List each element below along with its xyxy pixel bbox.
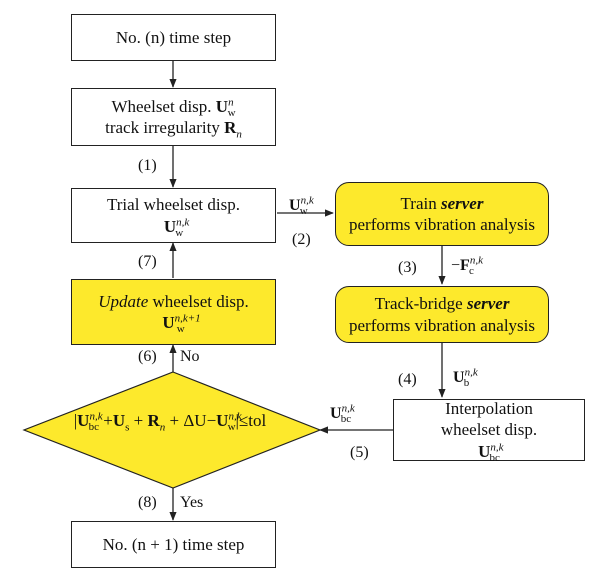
trial-symbol-line: Un,kw — [163, 216, 189, 239]
update-line: Update wheelset disp. — [98, 291, 249, 312]
cond-rn-sub: n — [159, 421, 166, 434]
next-time-step-box: No. (n + 1) time step — [71, 521, 276, 568]
interpolation-box: Interpolation wheelset disp. Un,kbc — [393, 399, 585, 465]
edge-label-6: (6) — [138, 348, 157, 365]
trial-line: Trial wheelset disp. — [106, 195, 240, 215]
condition-diamond — [22, 371, 322, 489]
cond-plus2: + — [129, 411, 148, 430]
edge-label-1: (1) — [138, 157, 157, 174]
cond-uw: U — [216, 411, 229, 430]
edge-label-yes: Yes — [180, 494, 204, 511]
interpolation-label: wheelset disp. — [440, 420, 538, 440]
force-sup: n,k — [469, 254, 483, 267]
update-sup: n,k+1 — [174, 312, 201, 325]
edge-label-trial-output: Un,kw — [289, 195, 314, 218]
cond-delta-u: ΔU — [183, 411, 207, 430]
update-symbol-line: Un,k+1w — [162, 312, 200, 336]
wheelset-symbol: U — [215, 96, 229, 116]
trial-sub: w — [175, 226, 184, 239]
irregularity-sub: n — [236, 128, 242, 141]
cond-plus3: + — [165, 411, 184, 430]
interpolation-line: wheelset disp. Un,kbc — [428, 419, 550, 465]
cond-tol: |≤tol — [235, 411, 267, 430]
trial-wheelset-box: Trial wheelset disp. Un,kw — [71, 188, 276, 243]
force-symbol: F — [460, 257, 470, 274]
trial-out-sup: n,k — [300, 194, 314, 207]
next-time-step-text: No. (n + 1) time step — [102, 534, 245, 554]
update-emph: Update — [98, 291, 149, 311]
cond-us: U — [112, 411, 126, 430]
update-symbol: U — [162, 313, 175, 332]
bridge-out-symbol: U — [453, 369, 465, 386]
start-time-step-text: No. (n) time step — [115, 27, 232, 47]
bridge-out-sup: n,k — [464, 366, 478, 379]
train-server-emph: server — [440, 193, 484, 213]
wheelset-sup: n — [228, 96, 234, 109]
cond-us-sub: s — [125, 421, 130, 434]
edge-label-8: (8) — [138, 494, 157, 511]
interpolation-title: Interpolation — [445, 399, 533, 419]
train-server-desc: performs vibration analysis — [348, 215, 535, 234]
edge-label-no: No — [180, 348, 200, 365]
wheelset-init-box: Wheelset disp. Unw track irregularity Rn — [71, 88, 276, 146]
track-bridge-title: Track-bridge server — [375, 293, 510, 314]
irregularity-symbol: R — [224, 118, 237, 137]
track-server-emph: server — [466, 294, 510, 314]
trial-symbol: U — [163, 216, 177, 236]
track-bridge-desc: performs vibration analysis — [348, 315, 535, 335]
track-irregularity-line: track irregularity Rn — [105, 117, 242, 141]
trial-sup: n,k — [176, 215, 190, 228]
interp-out-sup: n,k — [341, 402, 355, 415]
edge-label-contact-force: −Fn,kc — [451, 255, 483, 278]
force-sub: c — [468, 265, 474, 278]
cond-uw-sub: w — [227, 421, 236, 434]
bridge-out-sub: b — [463, 377, 470, 390]
update-wheelset-box: Update wheelset disp. Un,k+1w — [71, 279, 276, 345]
track-bridge-label: Track-bridge — [374, 294, 467, 314]
train-server-title: Train server — [401, 193, 484, 214]
train-server-box: Train server performs vibration analysis — [335, 182, 549, 246]
track-irregularity-label: track irregularity — [105, 118, 225, 137]
start-time-step-box: No. (n) time step — [71, 14, 276, 61]
wheelset-disp-line: Wheelset disp. Unw — [111, 96, 236, 120]
update-sub: w — [176, 323, 185, 336]
cond-uw-sup: n,k — [228, 410, 242, 423]
update-rest: wheelset disp. — [148, 291, 249, 311]
edge-label-interp-output: Un,kbc — [330, 403, 355, 426]
wheelset-sub: w — [227, 107, 236, 120]
force-minus: − — [451, 257, 461, 274]
cond-rn: R — [147, 411, 160, 430]
cond-ubc-sup: n,k — [89, 410, 103, 423]
edge-label-3: (3) — [398, 259, 417, 276]
interp-out-sub: bc — [340, 413, 352, 426]
interpolation-sup: n,k — [490, 440, 504, 453]
edge-label-5: (5) — [350, 444, 369, 461]
interp-out-symbol: U — [330, 405, 342, 422]
track-bridge-server-box: Track-bridge server performs vibration a… — [335, 286, 549, 343]
edge-label-4: (4) — [398, 371, 417, 388]
edge-label-2: (2) — [292, 231, 311, 248]
edge-label-7: (7) — [138, 253, 157, 270]
trial-out-sub: w — [299, 205, 308, 218]
edge-label-bridge-output: Un,kb — [453, 367, 478, 390]
cond-bar-left: | — [73, 411, 78, 430]
train-label: Train — [400, 193, 441, 213]
cond-ubc: U — [77, 411, 90, 430]
cond-ubc-sub: bc — [88, 421, 99, 434]
convergence-condition: |Un,kbc +Us + Rn + ΔU−Un,kw|≤tol — [22, 410, 318, 433]
trial-out-symbol: U — [289, 197, 301, 214]
interpolation-symbol: U — [478, 441, 491, 461]
cond-minus: − — [206, 411, 217, 430]
interpolation-sub: bc — [489, 452, 500, 465]
cond-plus1: + — [98, 411, 113, 430]
wheelset-disp-label: Wheelset disp. — [111, 96, 216, 116]
